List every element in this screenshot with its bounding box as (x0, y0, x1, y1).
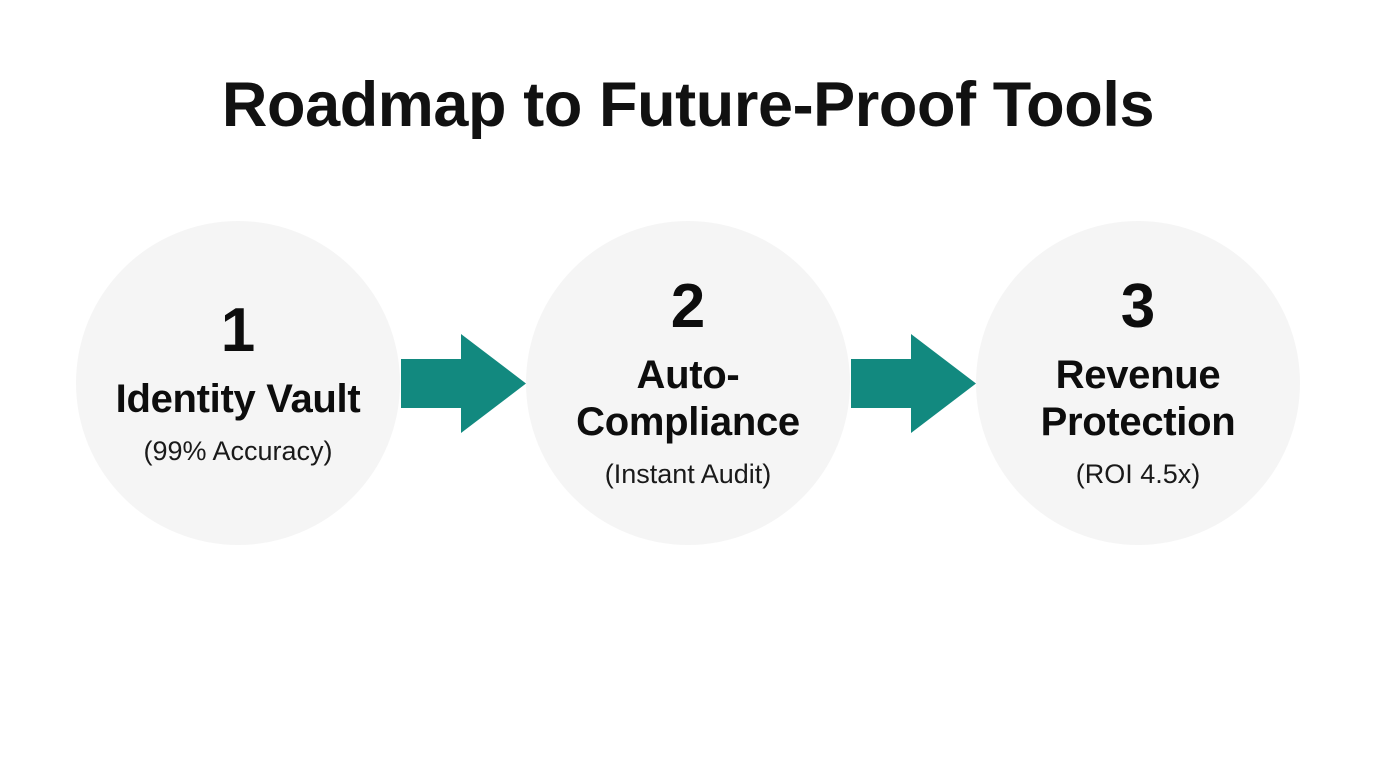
step-metric-1: (99% Accuracy) (143, 435, 333, 466)
step-circle-2[interactable]: 2 Auto-Compliance (Instant Audit) (526, 221, 850, 545)
arrow-right-icon (850, 333, 976, 433)
step-label-2: Auto-Compliance (576, 353, 800, 445)
step-label-3: Revenue Protection (1040, 353, 1236, 445)
step-metric-3: (ROI 4.5x) (1075, 458, 1201, 489)
step-circle-1[interactable]: 1 Identity Vault (99% Accuracy) (76, 221, 400, 545)
roadmap-flow: 1 Identity Vault (99% Accuracy) 2 Auto-C… (76, 221, 1300, 545)
page-title: Roadmap to Future-Proof Tools (221, 70, 1155, 140)
step-number-1: 1 (220, 295, 256, 365)
step-circle-3[interactable]: 3 Revenue Protection (ROI 4.5x) (976, 221, 1300, 545)
step-label-1: Identity Vault (115, 376, 361, 421)
step-number-2: 2 (670, 272, 706, 342)
step-metric-2: (Instant Audit) (604, 458, 772, 489)
step-number-3: 3 (1120, 272, 1156, 342)
arrow-right-icon (400, 333, 526, 433)
